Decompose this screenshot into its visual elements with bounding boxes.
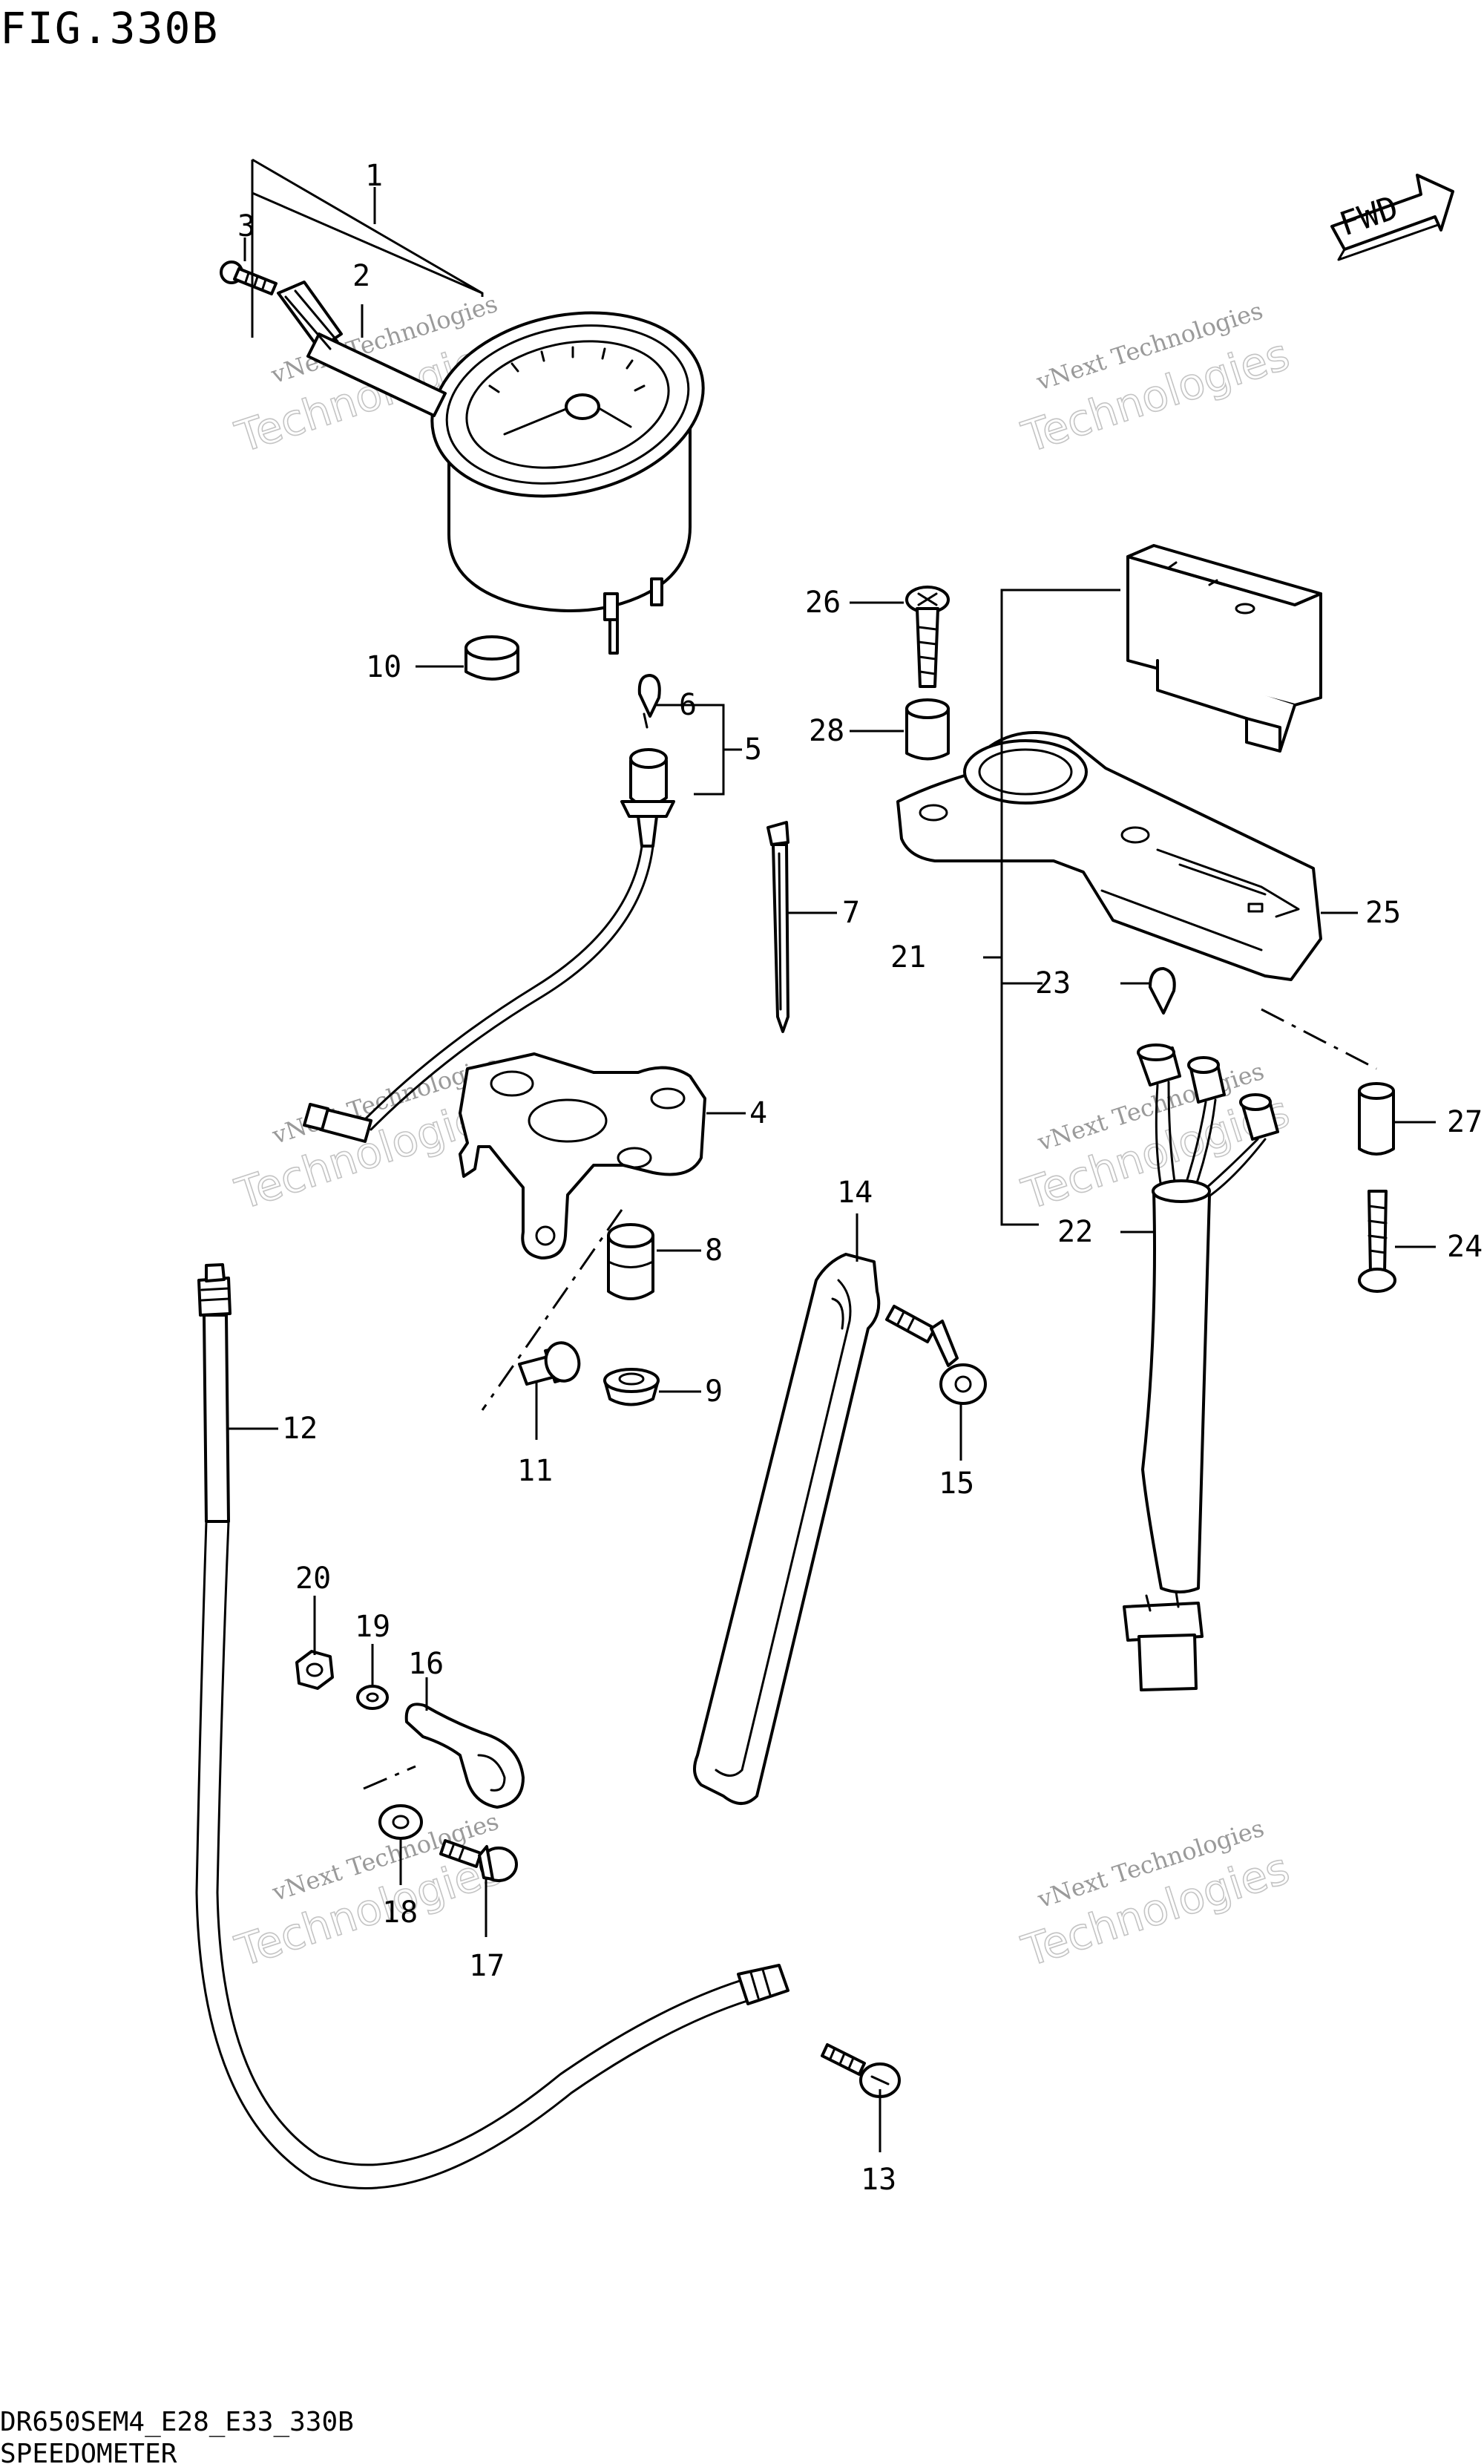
callout-25: 25 bbox=[1365, 896, 1401, 930]
callout-26: 26 bbox=[805, 586, 841, 620]
bolt bbox=[518, 1341, 581, 1386]
fwd-badge-label: FWD bbox=[1335, 189, 1403, 243]
speedometer-cable bbox=[195, 1263, 789, 2189]
speedometer-dial-ticks bbox=[488, 346, 646, 393]
assembly-line-bracket bbox=[481, 1209, 623, 1411]
callout-12: 12 bbox=[282, 1412, 318, 1446]
callout-labels: 1 2 3 4 5 6 7 8 9 10 11 12 13 14 15 16 1… bbox=[237, 159, 1483, 2197]
figure-title: FIG.330B bbox=[0, 3, 219, 53]
callout-17: 17 bbox=[469, 1949, 505, 1983]
callout-27: 27 bbox=[1447, 1105, 1483, 1139]
bolt bbox=[885, 1305, 987, 1405]
bolt bbox=[439, 1839, 518, 1882]
screw bbox=[905, 586, 950, 688]
bulb-socket-with-wire bbox=[303, 748, 675, 1143]
callout-16: 16 bbox=[408, 1647, 444, 1681]
cable-guide bbox=[693, 1253, 881, 1805]
callout-28: 28 bbox=[809, 714, 844, 748]
callout-13: 13 bbox=[861, 2163, 896, 2197]
callout-9: 9 bbox=[705, 1374, 723, 1409]
washer bbox=[378, 1804, 423, 1840]
callout-3: 3 bbox=[237, 209, 255, 243]
callout-1: 1 bbox=[365, 159, 383, 193]
nut bbox=[295, 1650, 334, 1690]
washer bbox=[356, 1685, 389, 1710]
figure-caption: SPEEDOMETER bbox=[0, 2439, 177, 2464]
assembly-line-lamp bbox=[1261, 1008, 1377, 1070]
watermark-bottom-right: Technologies vNext Technologies bbox=[1015, 1814, 1296, 1977]
collar-nut bbox=[603, 1368, 660, 1406]
callout-4: 4 bbox=[749, 1096, 767, 1130]
callout-2: 2 bbox=[352, 259, 370, 293]
leader-lines bbox=[229, 158, 1436, 2152]
indicator-lamp-assembly bbox=[896, 731, 1322, 981]
screw bbox=[821, 2043, 901, 2098]
speedometer-assembly bbox=[430, 311, 705, 655]
cable-tie bbox=[766, 821, 789, 1033]
meter-bracket bbox=[459, 1052, 706, 1259]
callout-22: 22 bbox=[1057, 1215, 1093, 1249]
cable-clamp bbox=[404, 1703, 525, 1809]
callout-8: 8 bbox=[705, 1233, 723, 1268]
spacer bbox=[905, 698, 950, 761]
callout-7: 7 bbox=[842, 896, 860, 930]
callout-14: 14 bbox=[837, 1176, 873, 1210]
callout-10: 10 bbox=[366, 650, 401, 684]
callout-19: 19 bbox=[355, 1610, 390, 1644]
callout-5: 5 bbox=[744, 733, 762, 767]
forward-direction-arrow-icon: FWD bbox=[1330, 174, 1454, 261]
callout-18: 18 bbox=[382, 1895, 418, 1930]
cushion bbox=[607, 1223, 654, 1300]
socket-wire-harness bbox=[1123, 1043, 1279, 1691]
callout-6: 6 bbox=[679, 688, 697, 722]
callout-15: 15 bbox=[939, 1467, 974, 1501]
callout-20: 20 bbox=[295, 1562, 331, 1596]
cap bbox=[464, 635, 519, 681]
bulb bbox=[1149, 967, 1176, 1015]
watermark-top-right: Technologies vNext Technologies bbox=[1015, 296, 1296, 463]
callout-24: 24 bbox=[1447, 1230, 1483, 1264]
assembly-line-clamp bbox=[363, 1765, 416, 1790]
callout-11: 11 bbox=[517, 1454, 553, 1488]
model-code: DR650SEM4_E28_E33_330B bbox=[0, 2407, 354, 2437]
spacer bbox=[1358, 1082, 1395, 1156]
bulb bbox=[637, 674, 661, 729]
callout-21: 21 bbox=[890, 940, 926, 974]
lamp-case bbox=[1126, 544, 1322, 753]
callout-23: 23 bbox=[1035, 966, 1071, 1000]
trip-reset-knob bbox=[277, 281, 447, 417]
screw bbox=[1358, 1190, 1396, 1293]
knob-screw bbox=[220, 261, 278, 295]
